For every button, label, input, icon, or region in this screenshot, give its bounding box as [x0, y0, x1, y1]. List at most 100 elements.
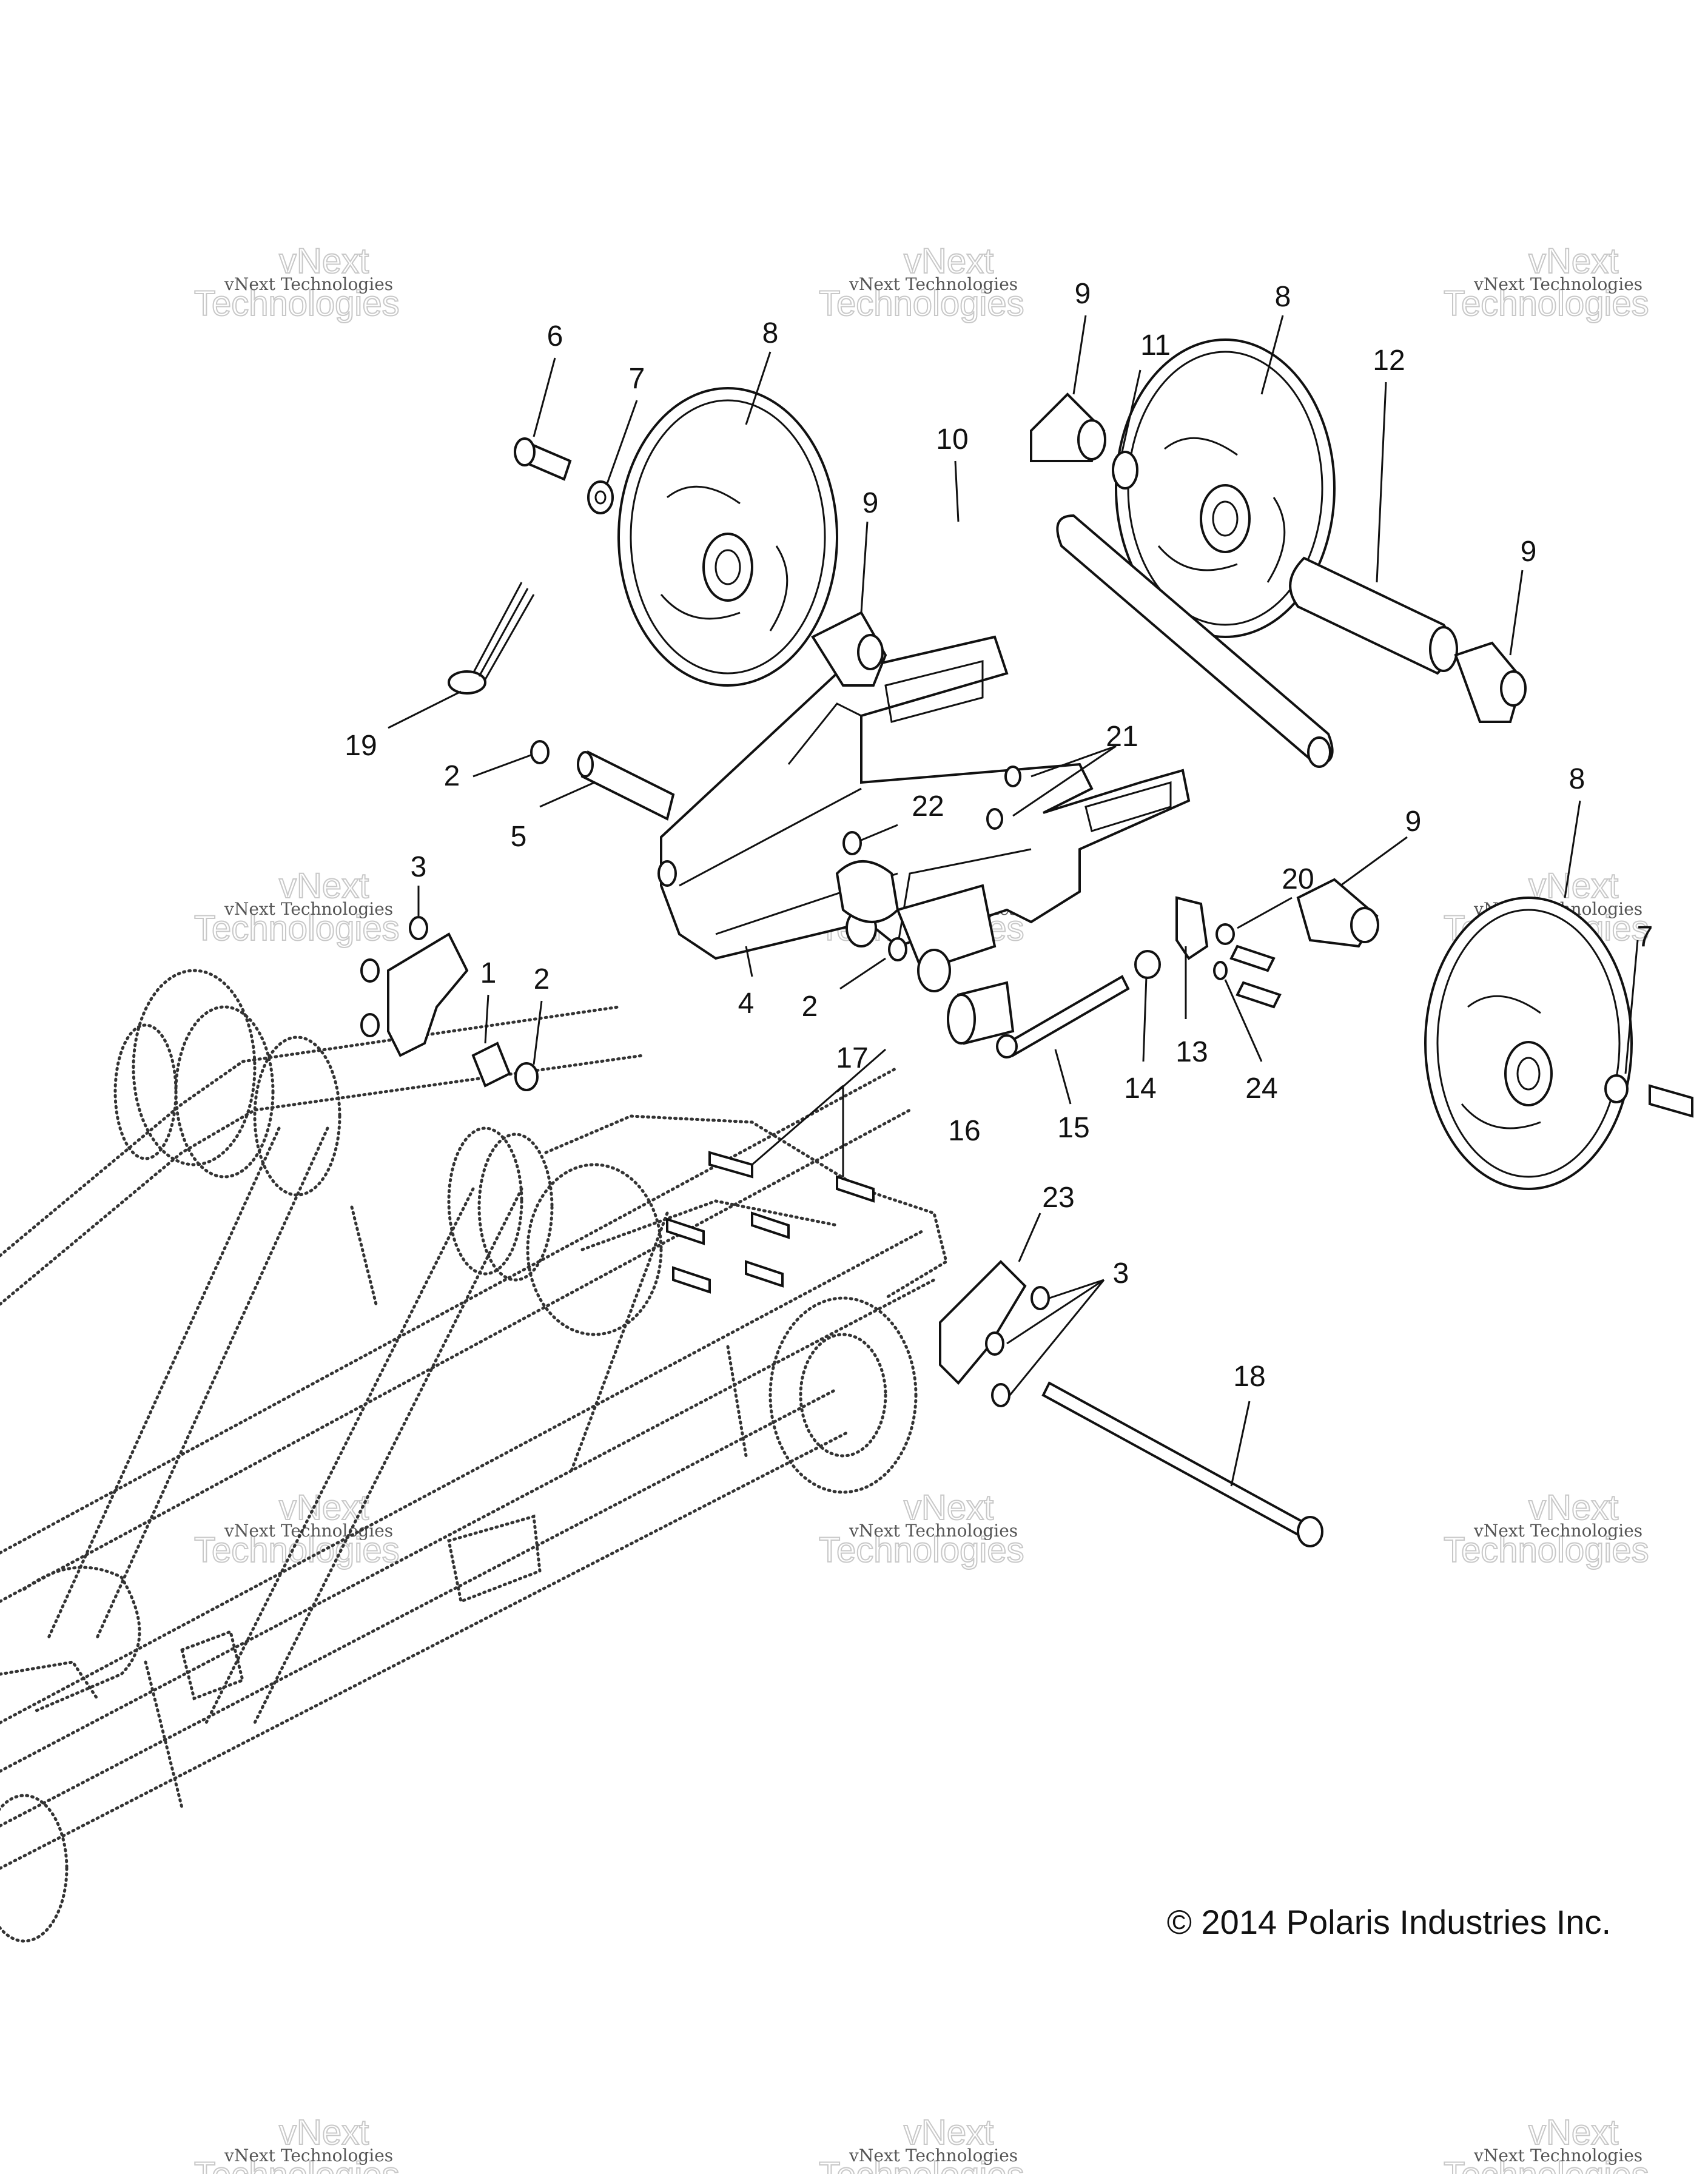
watermark-bottom-left: vNext Technologies vNext Technologies: [193, 2112, 400, 2174]
callout-21: 21: [1106, 721, 1138, 753]
svg-text:vNext: vNext: [904, 241, 994, 281]
callout-2-lower: 2: [534, 963, 550, 995]
bracket-left: [360, 916, 469, 1057]
washer-2-lower: [514, 1062, 539, 1091]
nuts-3-right: [985, 1286, 1050, 1407]
svg-text:Technologies: Technologies: [1444, 1530, 1649, 1570]
callout-2-mid: 2: [802, 991, 818, 1023]
leader-lines: [388, 315, 1639, 1487]
svg-text:vNext: vNext: [904, 2113, 994, 2152]
svg-text:vNext Technologies: vNext Technologies: [849, 1521, 1018, 1541]
svg-text:vNext Technologies: vNext Technologies: [224, 274, 393, 294]
copyright-notice: © 2014 Polaris Industries Inc.: [1166, 1903, 1611, 1941]
svg-text:vNext: vNext: [279, 241, 369, 281]
svg-text:Technologies: Technologies: [194, 909, 400, 948]
bushing-16: [947, 981, 1015, 1045]
bolts-17: [666, 1151, 875, 1294]
bolt-15: [996, 975, 1130, 1058]
svg-text:vNext: vNext: [1528, 241, 1618, 281]
callout-19: 19: [345, 730, 377, 762]
ring-11: [1112, 451, 1138, 490]
washer-7: [587, 480, 614, 514]
svg-text:vNext: vNext: [279, 2113, 369, 2152]
bolt-20: [1215, 923, 1276, 972]
ghost-suspension-frame: [0, 969, 948, 1943]
bushing-cap-9-right: [1454, 641, 1527, 723]
svg-text:vNext Technologies: vNext Technologies: [224, 1521, 393, 1541]
callout-8-left: 8: [762, 317, 779, 349]
callout-3-left: 3: [411, 851, 427, 883]
bushing-cap-9-lower: [1296, 878, 1379, 948]
callout-3-right: 3: [1113, 1257, 1129, 1290]
shaft-5: [577, 750, 675, 821]
callout-9-left: 9: [862, 487, 879, 519]
callout-7: 7: [629, 363, 645, 395]
watermark-lower-right: vNext Technologies vNext Technologies: [1443, 1487, 1650, 1570]
watermark-mid-left: vNext Technologies vNext Technologies: [193, 866, 400, 949]
clip-19: [448, 582, 535, 695]
callout-2-top: 2: [444, 760, 460, 792]
watermark-bottom-right: vNext Technologies vNext Technologies: [1443, 2112, 1650, 2174]
callout-8-right: 8: [1569, 763, 1585, 795]
svg-text:vNext Technologies: vNext Technologies: [1473, 2145, 1642, 2166]
svg-text:Technologies: Technologies: [1444, 284, 1649, 323]
tube-12: [1289, 556, 1458, 675]
bushing-cap-9-top: [1030, 392, 1106, 462]
watermark-lower-left: vNext Technologies vNext Technologies: [193, 1487, 400, 1570]
callout-17: 17: [836, 1042, 868, 1074]
svg-text:vNext Technologies: vNext Technologies: [224, 899, 393, 919]
callout-5: 5: [511, 821, 527, 853]
callout-18: 18: [1233, 1361, 1265, 1393]
svg-text:vNext Technologies: vNext Technologies: [224, 2145, 393, 2166]
callout-13: 13: [1175, 1036, 1208, 1068]
callout-15: 15: [1057, 1112, 1089, 1144]
svg-text:vNext Technologies: vNext Technologies: [1473, 274, 1642, 294]
bracket-13: [1175, 896, 1209, 960]
callout-10: 10: [936, 423, 968, 456]
callout-1: 1: [480, 957, 497, 989]
nut-14: [1134, 950, 1161, 979]
watermark-top-right: vNext Technologies vNext Technologies: [1443, 241, 1650, 324]
svg-text:vNext Technologies: vNext Technologies: [849, 274, 1018, 294]
axle-10: [1056, 514, 1334, 768]
svg-text:vNext Technologies: vNext Technologies: [849, 2145, 1018, 2166]
bushing-cap-9-left: [811, 611, 887, 687]
svg-text:vNext: vNext: [279, 866, 369, 906]
callout-labels: 6 7 8 9 9 11 8 10 12 9 19 2 5 21 22 20 9…: [345, 278, 1653, 1393]
callout-9-top: 9: [1075, 278, 1091, 310]
callout-23: 23: [1042, 1182, 1074, 1214]
callout-8-center: 8: [1275, 281, 1291, 313]
svg-text:vNext: vNext: [1528, 1488, 1618, 1527]
pivot-bolt-6: [514, 437, 572, 481]
callout-11: 11: [1140, 329, 1171, 362]
callout-4: 4: [738, 988, 755, 1020]
shaft-18: [1041, 1381, 1323, 1547]
svg-text:Technologies: Technologies: [819, 284, 1024, 323]
nuts-21: [986, 766, 1021, 830]
callout-9-lower: 9: [1405, 806, 1422, 838]
callout-24: 24: [1245, 1072, 1277, 1105]
svg-text:vNext: vNext: [1528, 2113, 1618, 2152]
washer-2-top: [530, 740, 550, 764]
svg-text:Technologies: Technologies: [194, 1530, 400, 1570]
svg-text:Technologies: Technologies: [819, 1530, 1024, 1570]
callout-9-right: 9: [1521, 536, 1537, 568]
bolt-7-right: [1604, 1074, 1693, 1118]
svg-text:Technologies: Technologies: [194, 284, 400, 323]
svg-text:vNext Technologies: vNext Technologies: [1473, 1521, 1642, 1541]
idler-wheel-left: [617, 387, 838, 687]
washer-24: [1213, 961, 1282, 1009]
callout-12: 12: [1373, 345, 1405, 377]
idler-wheel-center: [1115, 338, 1336, 638]
grease-fitting-22: [842, 831, 862, 855]
callout-22: 22: [912, 790, 944, 823]
washer-2-mid: [888, 937, 907, 961]
watermark-lower-center: vNext Technologies vNext Technologies: [818, 1487, 1025, 1570]
callout-14: 14: [1124, 1072, 1156, 1105]
idler-wheel-right: [1424, 897, 1633, 1190]
svg-text:vNext: vNext: [904, 1488, 994, 1527]
svg-text:Technologies: Technologies: [1444, 2155, 1649, 2174]
callout-16: 16: [948, 1115, 980, 1147]
svg-text:Technologies: Technologies: [819, 2155, 1024, 2174]
